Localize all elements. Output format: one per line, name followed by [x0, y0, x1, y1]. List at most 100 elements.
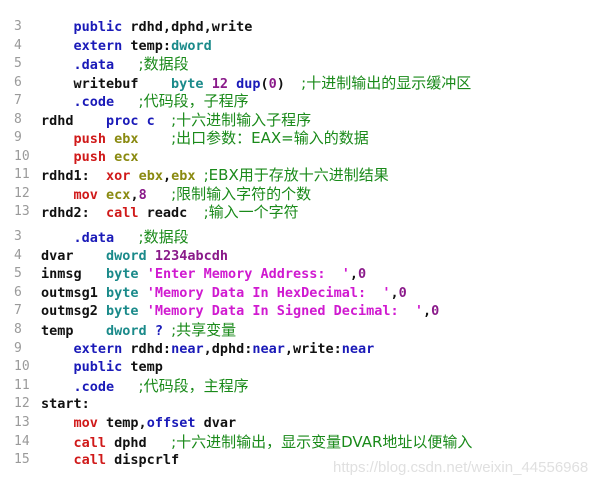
code-token: byte — [106, 266, 139, 283]
code-token: mov — [73, 415, 98, 431]
code-token — [195, 168, 203, 184]
code-token: inmsg — [41, 266, 107, 283]
code-token — [41, 415, 74, 431]
code-text: temp dword ? ;共享变量 — [41, 321, 236, 340]
code-text: public temp — [41, 358, 163, 376]
code-token: temp — [41, 323, 107, 339]
code-token — [41, 359, 74, 375]
code-token: temp, — [97, 415, 147, 431]
line-number: 10 — [14, 148, 30, 164]
code-token: 'Memory Data In Signed Decimal: ' — [146, 303, 424, 320]
code-text: mov temp,offset dvar — [41, 414, 237, 432]
code-token — [41, 379, 74, 395]
code-token — [139, 266, 147, 282]
code-token — [114, 230, 138, 246]
code-token — [114, 57, 138, 73]
code-token — [106, 149, 114, 165]
code-token — [139, 303, 147, 319]
code-token: ,write: — [284, 340, 342, 357]
line-number: 6 — [14, 74, 22, 90]
code-token: readc — [138, 205, 204, 221]
code-comment: ;代码段，主程序 — [138, 376, 249, 395]
code-token: ( — [260, 75, 269, 92]
code-token: push — [73, 148, 107, 165]
code-token — [114, 94, 138, 110]
code-token — [155, 113, 171, 129]
code-token: near — [341, 340, 375, 357]
watermark: https://blog.csdn.net/weixin_44556968 — [333, 459, 589, 476]
code-token: dphd — [106, 434, 172, 451]
code-token: dword — [106, 323, 147, 339]
code-text: extern temp:dword — [41, 37, 212, 55]
code-token — [41, 187, 74, 203]
code-token: 'Memory Data In HexDecimal: ' — [146, 284, 391, 301]
line-number: 9 — [14, 340, 22, 356]
code-token: , — [349, 266, 359, 283]
code-token — [163, 323, 171, 339]
code-comment: ;十进制输出的显示缓冲区 — [301, 73, 472, 92]
line-number: 13 — [14, 415, 30, 430]
code-token — [41, 19, 74, 35]
code-token — [147, 323, 155, 339]
code-token: 0 — [268, 75, 277, 92]
code-text: .data ;数据段 — [41, 228, 189, 247]
code-comment: ;十六进制输出，显示变量DVAR地址以便输入 — [171, 432, 473, 451]
code-token — [228, 76, 236, 92]
code-token: push — [73, 131, 107, 147]
code-token: public — [73, 19, 123, 35]
code-token: , — [390, 284, 399, 301]
code-text: .data ;数据段 — [41, 55, 189, 74]
line-number: 7 — [14, 93, 22, 108]
line-number: 10 — [14, 359, 30, 375]
code-token: ) — [276, 75, 302, 92]
code-token: temp — [122, 359, 163, 376]
code-token — [41, 435, 74, 451]
code-token: extern — [73, 37, 123, 54]
line-number: 5 — [14, 56, 22, 71]
code-text: dvar dword 1234abcdh — [41, 247, 228, 265]
line-number: 14 — [14, 433, 30, 449]
code-token: ? — [154, 323, 163, 339]
code-token: outmsg1 — [41, 284, 107, 301]
code-comment: ;出口参数：EAX=输入的数据 — [171, 129, 369, 147]
code-token: offset — [146, 415, 196, 431]
line-number: 11 — [14, 167, 30, 182]
line-number: 8 — [14, 111, 22, 127]
code-text: start: — [41, 395, 90, 413]
line-number: 5 — [14, 266, 22, 282]
code-token: rdhd2: — [41, 205, 107, 221]
code-token: byte — [106, 303, 139, 320]
code-token: byte — [171, 75, 204, 92]
code-token: 0 — [398, 284, 407, 301]
code-token: near — [171, 340, 204, 357]
code-text: writebuf byte 12 dup(0) ;十进制输出的显示缓冲区 — [41, 73, 472, 93]
code-text: call dispcrlf — [41, 451, 180, 469]
code-token — [41, 452, 74, 468]
code-token: ebx — [171, 168, 196, 184]
code-comment: ;数据段 — [138, 55, 189, 73]
code-text: .code ;代码段，子程序 — [41, 92, 249, 111]
code-token: dup — [236, 75, 261, 92]
code-text: extern rdhd:near,dphd:near,write:near — [41, 340, 375, 358]
code-comment: ;输入一个字符 — [203, 203, 299, 221]
code-token: 0 — [431, 303, 440, 320]
code-token: byte — [106, 284, 139, 301]
code-token: near — [252, 340, 285, 357]
code-token: .code — [73, 378, 115, 395]
code-token: 'Enter Memory Address: ' — [146, 266, 350, 283]
code-comment: ;十六进制输入子程序 — [171, 110, 312, 129]
code-token: ,dphd: — [203, 340, 253, 357]
code-token: .data — [73, 230, 115, 246]
code-token: ebx — [114, 131, 139, 147]
code-token — [130, 168, 138, 184]
code-text: outmsg2 byte 'Memory Data In Signed Deci… — [41, 302, 439, 320]
code-token: , — [423, 303, 432, 320]
code-token: rdhd — [41, 112, 107, 129]
code-token — [41, 149, 74, 165]
code-token: temp: — [122, 37, 172, 54]
code-token — [139, 285, 147, 301]
code-token: dvar — [195, 415, 237, 431]
line-number: 12 — [14, 185, 30, 201]
code-token — [204, 76, 212, 92]
code-text: mov ecx,8 ;限制输入字符的个数 — [41, 185, 312, 204]
